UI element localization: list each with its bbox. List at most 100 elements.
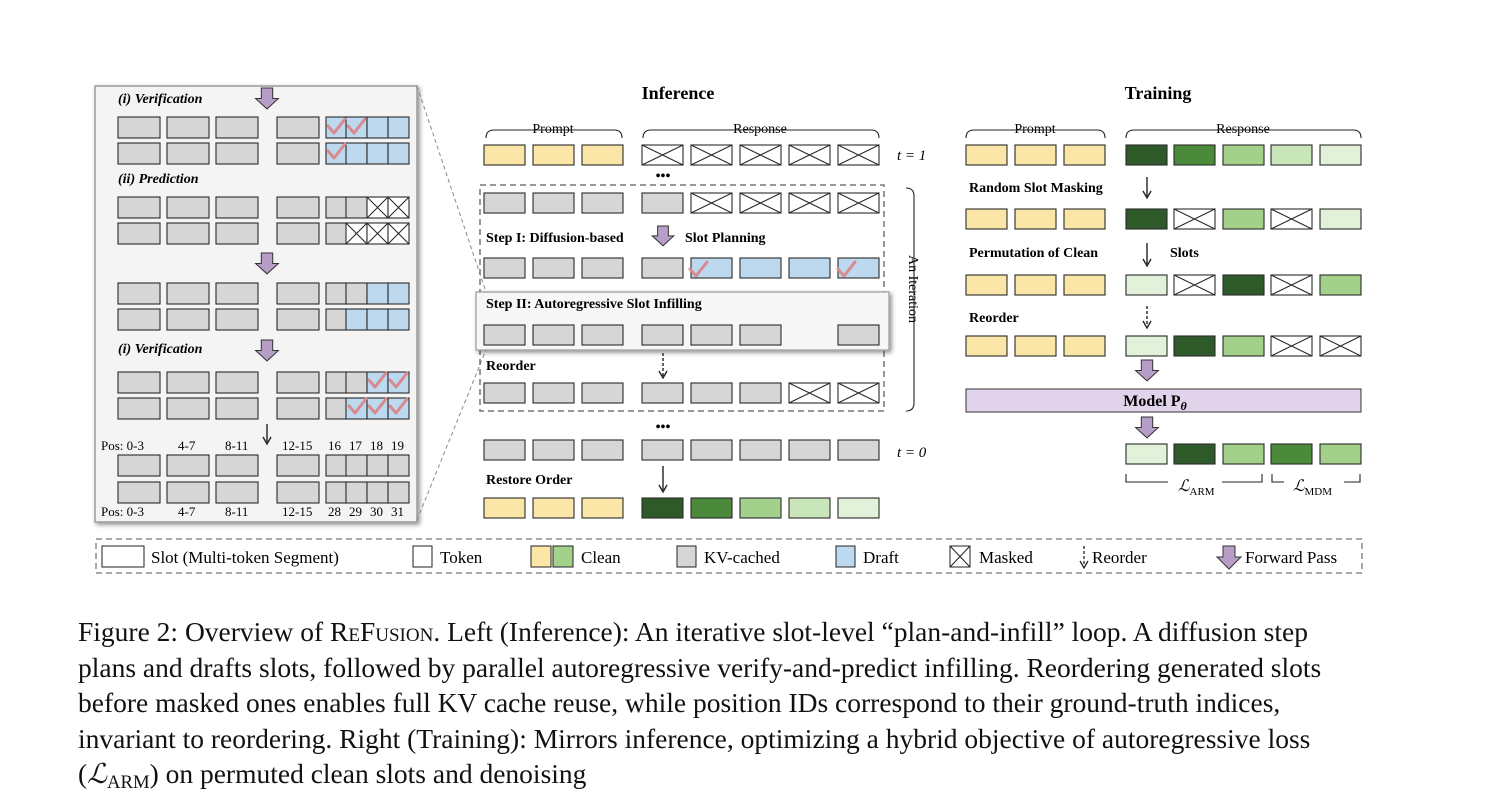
slot xyxy=(276,142,320,165)
pos-label: 16 xyxy=(328,438,342,453)
slot xyxy=(1319,144,1362,166)
slot xyxy=(641,439,684,461)
slot xyxy=(215,142,259,165)
legend-masked-label: Masked xyxy=(979,548,1033,567)
slot xyxy=(532,497,575,519)
slot xyxy=(581,192,624,214)
slot xyxy=(166,308,210,331)
loss-mdm-symbol: ℒ xyxy=(1293,478,1305,495)
slot xyxy=(1125,335,1168,357)
slot xyxy=(1014,335,1057,357)
response-brace xyxy=(642,129,880,139)
caption-text-2: ) on permuted clean slots and denoising xyxy=(149,758,587,789)
slot xyxy=(1319,443,1362,465)
slot xyxy=(276,282,320,305)
slot xyxy=(325,481,348,504)
slot xyxy=(117,454,161,477)
mask-cross xyxy=(1173,274,1216,296)
slot xyxy=(1222,443,1265,465)
mask-cross xyxy=(788,382,831,404)
step1-label-b: Slot Planning xyxy=(685,231,766,246)
forward-pass-icon xyxy=(254,252,280,275)
arrowhead xyxy=(658,370,668,380)
slot xyxy=(345,308,368,331)
slot xyxy=(641,324,684,346)
response-brace xyxy=(1125,129,1362,139)
slot xyxy=(325,196,348,219)
legend: Slot (Multi-token Segment) Token Clean K… xyxy=(101,545,1337,570)
slot xyxy=(1222,274,1265,296)
slot xyxy=(581,382,624,404)
slot xyxy=(641,257,684,279)
mask-cross xyxy=(690,192,733,214)
slot xyxy=(166,142,210,165)
forward-pass-icon xyxy=(1134,416,1160,439)
slot xyxy=(117,282,161,305)
slot xyxy=(483,192,526,214)
prompt-brace xyxy=(965,129,1106,139)
model-subscript: θ xyxy=(1181,399,1188,413)
check-icon xyxy=(367,371,388,389)
pos-label: Pos: 0-3 xyxy=(101,438,144,453)
slot xyxy=(788,257,831,279)
slot xyxy=(117,371,161,394)
slot xyxy=(215,454,259,477)
pos-label: Pos: 0-3 xyxy=(101,504,144,519)
caption-loss-symbol: ℒ xyxy=(87,758,107,789)
slot xyxy=(739,324,782,346)
mask-cross xyxy=(345,222,368,245)
slot xyxy=(166,282,210,305)
legend-slot-label: Slot (Multi-token Segment) xyxy=(151,548,339,567)
slot xyxy=(1173,144,1216,166)
pos-label: 12-15 xyxy=(282,438,312,453)
loss-mdm-bracket xyxy=(1271,474,1361,483)
slot xyxy=(1173,335,1216,357)
slot xyxy=(690,382,733,404)
slot xyxy=(483,324,526,346)
slot xyxy=(117,397,161,420)
slot xyxy=(532,144,575,166)
slot xyxy=(366,116,389,139)
pos-label: 30 xyxy=(370,504,383,519)
model-label: Model Pθ xyxy=(1123,393,1187,413)
pos-label: 17 xyxy=(349,438,363,453)
mask-cross xyxy=(1270,274,1313,296)
reorder-label: Reorder xyxy=(486,359,536,374)
training-title: Training xyxy=(1125,83,1192,103)
slot xyxy=(276,196,320,219)
arrowhead xyxy=(262,436,272,446)
slot xyxy=(581,144,624,166)
slot xyxy=(739,439,782,461)
legend-forward-label: Forward Pass xyxy=(1245,548,1337,567)
mask-cross xyxy=(387,196,410,219)
slot xyxy=(1125,208,1168,230)
slot xyxy=(581,257,624,279)
slot xyxy=(117,481,161,504)
slot xyxy=(366,454,389,477)
ellipsis-bottom: ••• xyxy=(656,420,671,435)
mask-cross xyxy=(366,196,389,219)
mask-cross xyxy=(1319,335,1362,357)
mask-cross xyxy=(739,192,782,214)
pos-label: 18 xyxy=(370,438,383,453)
slot xyxy=(215,308,259,331)
slot xyxy=(345,196,368,219)
slot xyxy=(325,308,348,331)
slot xyxy=(1270,144,1313,166)
slot xyxy=(965,208,1008,230)
slot xyxy=(387,282,410,305)
slot xyxy=(276,454,320,477)
step2-label: Step II: Autoregressive Slot Infilling xyxy=(486,297,702,312)
slot xyxy=(837,439,880,461)
legend-kv-swatch xyxy=(676,545,697,568)
slot xyxy=(387,481,410,504)
slot xyxy=(1270,443,1313,465)
mask-cross xyxy=(788,144,831,166)
check-icon xyxy=(347,397,368,415)
verification-label-2: (i) Verification xyxy=(118,342,203,357)
check-icon xyxy=(388,371,409,389)
legend-slot-swatch xyxy=(101,545,145,568)
slot xyxy=(345,481,368,504)
slot xyxy=(1222,144,1265,166)
zoom-line-bottom xyxy=(416,349,487,521)
